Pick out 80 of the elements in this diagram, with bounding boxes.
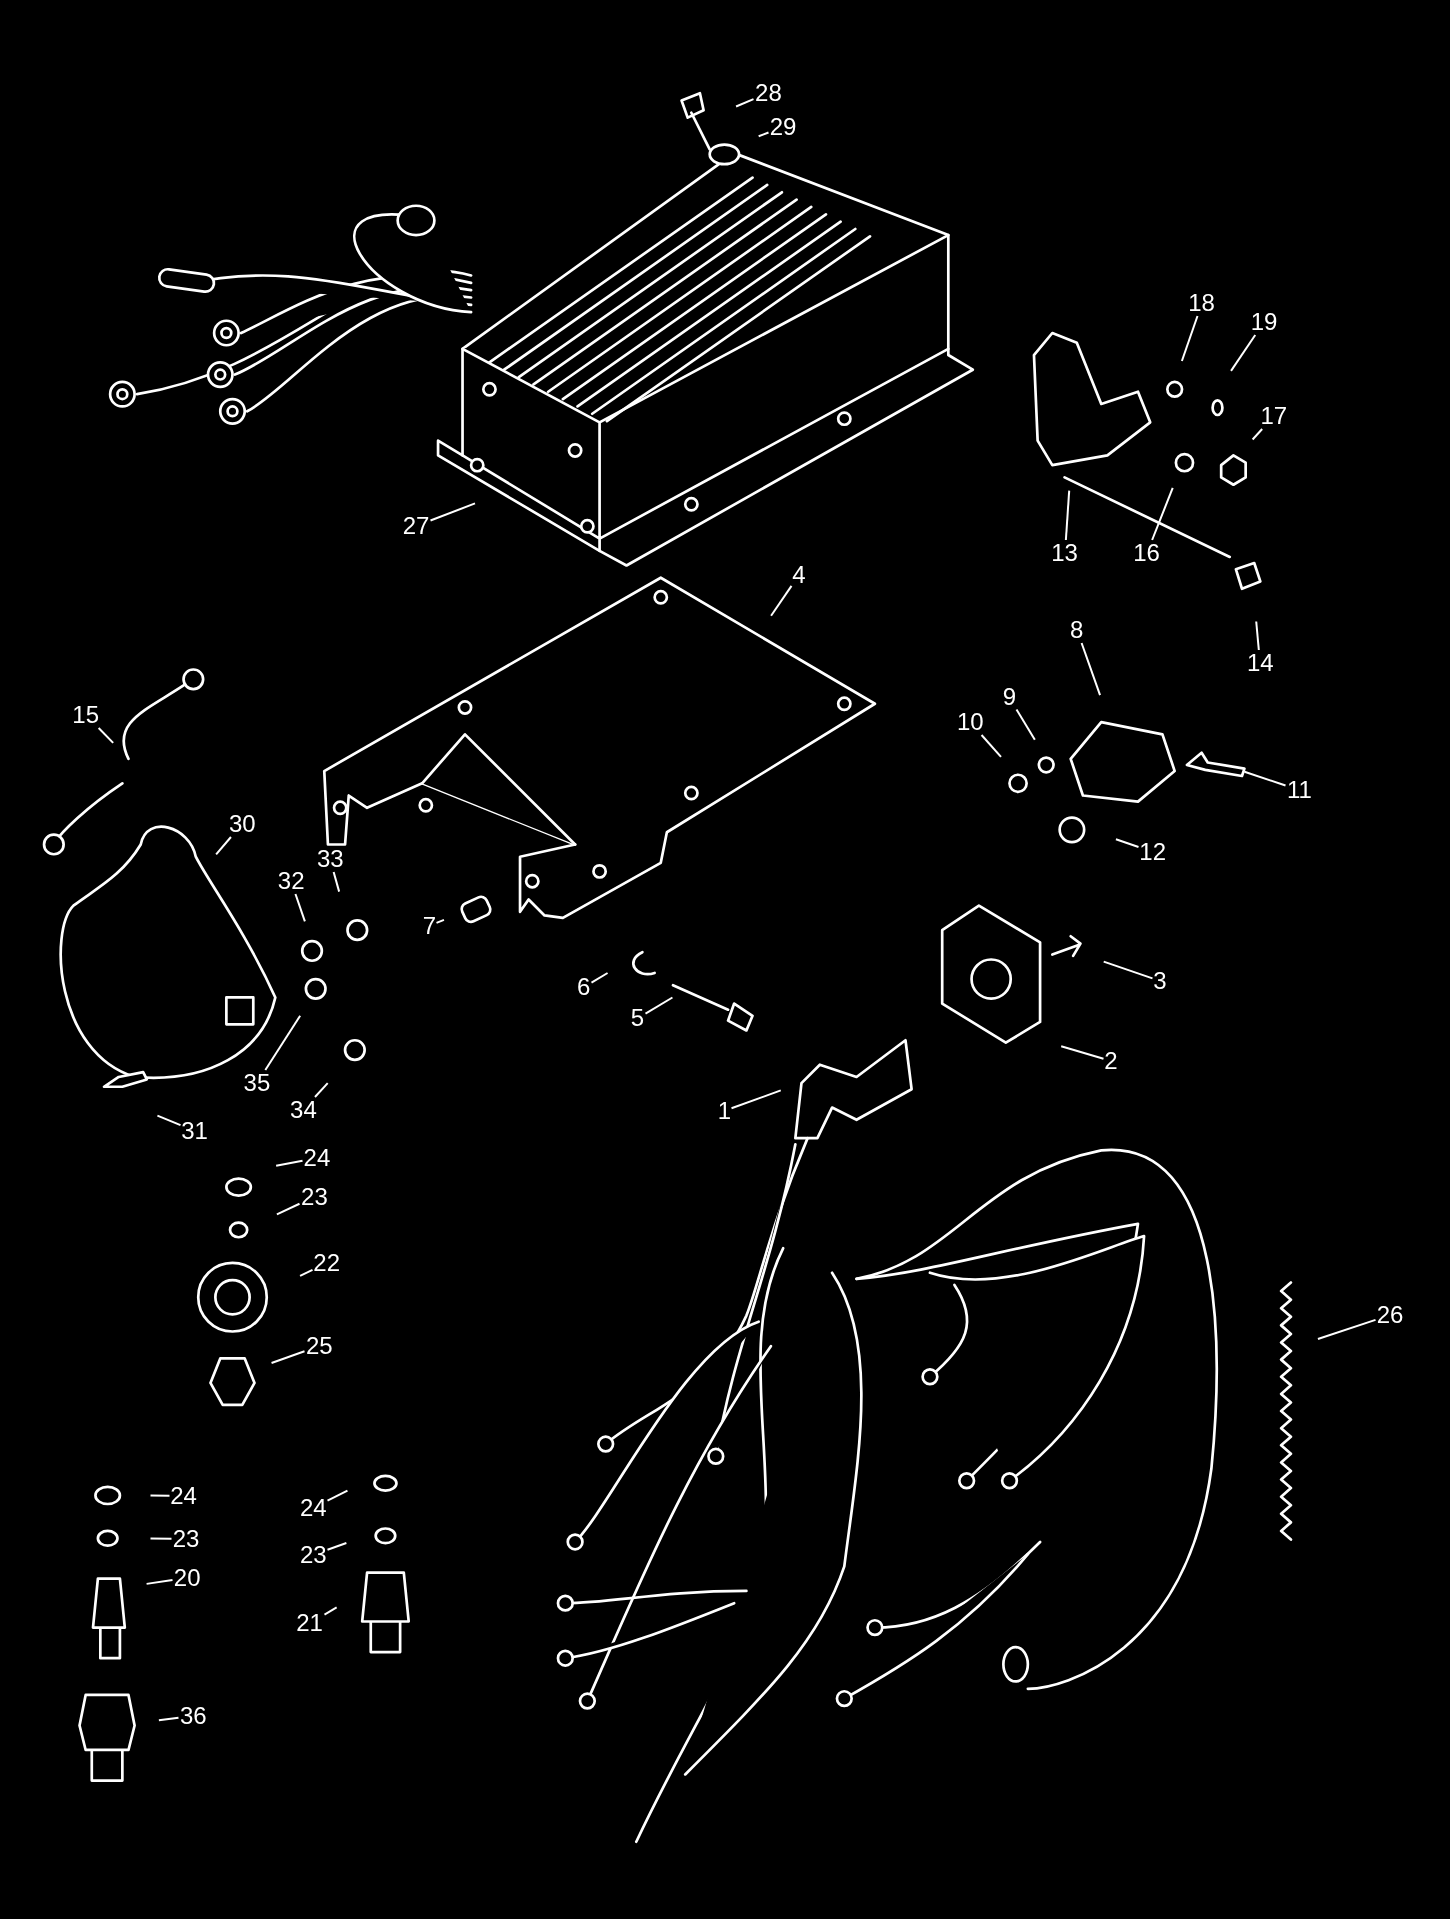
callout-number: 8 <box>1069 617 1085 644</box>
callout-number: 13 <box>1050 540 1079 567</box>
callout-number: 23 <box>298 1542 328 1569</box>
leader-line <box>1230 334 1257 372</box>
leader-line <box>770 584 793 617</box>
callout-number: 28 <box>754 80 783 106</box>
leader-line <box>299 1268 314 1277</box>
leader-line <box>429 502 476 522</box>
callout-number: 25 <box>305 1333 334 1359</box>
callout-number: 29 <box>768 114 798 141</box>
leader-line <box>314 1082 329 1098</box>
callout-number: 19 <box>1249 308 1279 335</box>
callout-number: 4 <box>791 562 807 589</box>
callout-number: 10 <box>956 708 985 735</box>
callout-number: 24 <box>169 1483 198 1510</box>
leader-line <box>757 131 770 138</box>
leader-line <box>1080 642 1102 697</box>
leader-line <box>294 893 306 923</box>
callout-number: 31 <box>180 1117 209 1144</box>
callout-number: 22 <box>312 1249 342 1276</box>
callout-number: 9 <box>1001 684 1018 711</box>
callout-number: 20 <box>172 1565 202 1592</box>
callout-number: 35 <box>242 1069 272 1096</box>
leader-line <box>590 972 609 984</box>
leader-line <box>275 1202 301 1216</box>
leader-line <box>97 727 115 744</box>
callout-number: 26 <box>1375 1302 1405 1329</box>
callout-number: 3 <box>1152 968 1168 995</box>
callout-number: 36 <box>179 1702 208 1729</box>
callout-number: 34 <box>289 1096 318 1123</box>
callout-number: 1 <box>716 1098 733 1125</box>
callout-number: 12 <box>1138 838 1167 865</box>
leader-line <box>323 1606 338 1616</box>
callout-number: 24 <box>302 1144 332 1171</box>
leader-line <box>1114 838 1140 848</box>
callout-number: 15 <box>71 701 100 728</box>
leader-line <box>264 1014 302 1071</box>
leader-line <box>1180 315 1199 362</box>
leader-line <box>1243 770 1287 787</box>
callout-number: 32 <box>276 868 306 894</box>
leader-line <box>326 1489 349 1502</box>
callout-number: 24 <box>298 1494 328 1521</box>
leader-line <box>1255 620 1260 651</box>
leader-line <box>1251 428 1264 441</box>
callout-number: 23 <box>171 1526 201 1553</box>
leader-line <box>1060 1045 1105 1060</box>
callout-number: 18 <box>1187 290 1216 317</box>
leader-line <box>145 1579 174 1585</box>
leader-line <box>156 1114 182 1127</box>
callout-number: 2 <box>1103 1047 1119 1074</box>
leader-line <box>1151 486 1174 541</box>
leader-line <box>149 1494 171 1497</box>
leader-line <box>326 1542 348 1551</box>
callout-number: 6 <box>576 974 592 1001</box>
leader-line <box>275 1159 304 1167</box>
leader-line <box>1316 1318 1377 1341</box>
leader-line <box>435 918 445 924</box>
callout-number: 14 <box>1246 650 1275 677</box>
callout-number: 21 <box>295 1609 324 1636</box>
callout-number: 33 <box>316 846 345 872</box>
leader-line <box>1064 489 1071 541</box>
callout-number: 11 <box>1286 777 1313 804</box>
leader-line <box>735 98 755 108</box>
leader-line <box>980 734 1002 758</box>
leader-line <box>215 836 232 856</box>
callout-number: 16 <box>1132 540 1161 567</box>
callout-number: 7 <box>421 913 438 940</box>
callout-number: 5 <box>629 1005 646 1032</box>
leader-line <box>1015 708 1036 741</box>
leader-line <box>270 1350 306 1365</box>
leader-line <box>332 871 341 893</box>
callout-number: 23 <box>300 1183 329 1210</box>
leader-line <box>730 1089 782 1110</box>
leader-line <box>644 996 674 1015</box>
leader-line <box>149 1537 173 1540</box>
leader-line <box>157 1716 180 1722</box>
callout-number: 27 <box>401 513 431 540</box>
leader-line <box>1102 960 1154 980</box>
callout-number: 17 <box>1259 403 1289 430</box>
callout-number: 30 <box>227 810 257 837</box>
